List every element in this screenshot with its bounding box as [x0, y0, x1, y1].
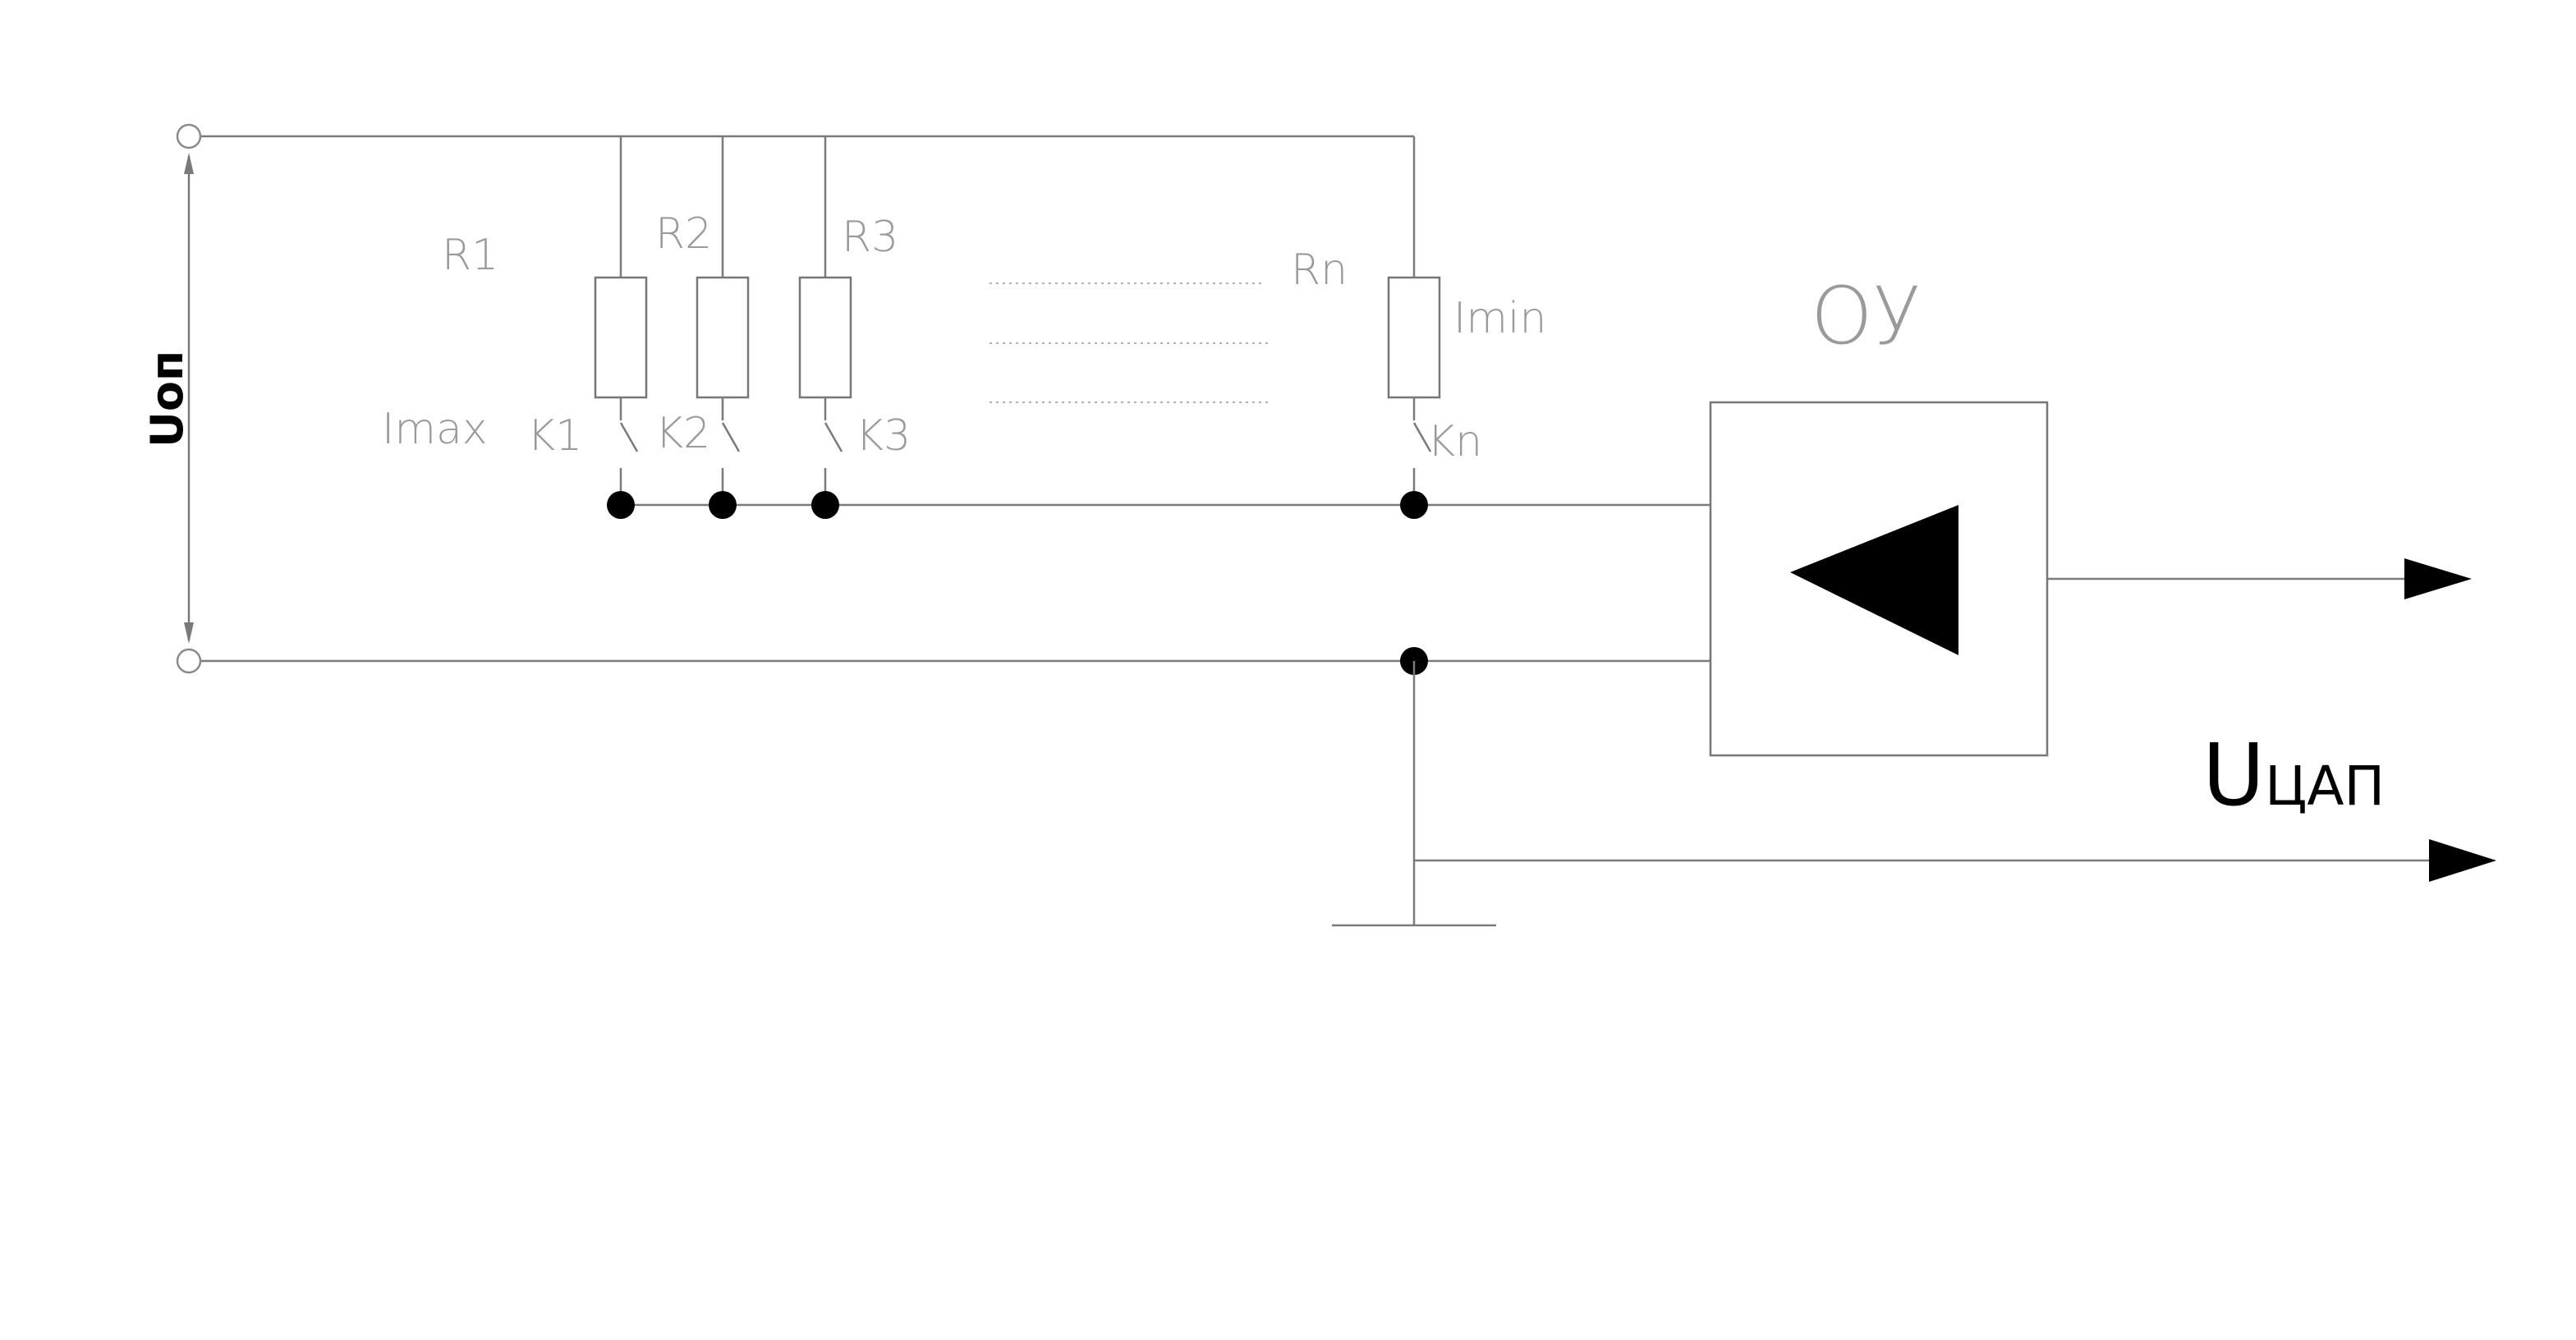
branch-r2 [696, 136, 750, 519]
junction-node [811, 491, 839, 519]
resistor-rn [1387, 276, 1441, 399]
branch-r1 [594, 136, 648, 519]
switch-k2 [721, 422, 741, 452]
junction-node [607, 491, 635, 519]
opamp-triangle [1790, 505, 1958, 655]
resistor-label-r3: R3 [842, 213, 898, 262]
current-max-label: Imax [382, 405, 488, 454]
resistor-label-rn: Rn [1291, 246, 1348, 295]
switch-label-k1: K1 [527, 411, 582, 461]
switch-k1 [619, 422, 639, 452]
switch-label-k3: K3 [856, 411, 911, 461]
output-voltage-label: UЦАП [2202, 725, 2385, 825]
switch-label-kn: Kn [1427, 417, 1482, 466]
output-ground-arrowhead [2429, 839, 2496, 882]
reference-voltage-label: Uоп [141, 351, 193, 447]
opamp-label: ОУ [1811, 270, 1921, 362]
branch-r3 [798, 136, 852, 519]
switch-kn [1412, 422, 1432, 452]
junction-node [1400, 491, 1428, 519]
branch-rn [1387, 136, 1441, 519]
reference-voltage-arrow [184, 153, 194, 644]
current-min-label: Imin [1453, 294, 1546, 343]
switch-k3 [824, 422, 843, 452]
opamp-output-arrowhead [2404, 558, 2472, 599]
resistor-label-r1: R1 [442, 231, 498, 280]
ellipsis-lines [990, 282, 1269, 403]
junction-node [709, 491, 737, 519]
output-voltage-subscript: ЦАП [2265, 755, 2385, 818]
terminal-bottom [176, 648, 202, 674]
resistor-r2 [696, 276, 750, 399]
resistor-label-r2: R2 [655, 209, 712, 259]
resistor-r1 [594, 276, 648, 399]
terminal-top [176, 123, 202, 149]
switch-label-k2: K2 [655, 409, 710, 458]
resistor-r3 [798, 276, 852, 399]
output-voltage-main: U [2202, 725, 2265, 825]
